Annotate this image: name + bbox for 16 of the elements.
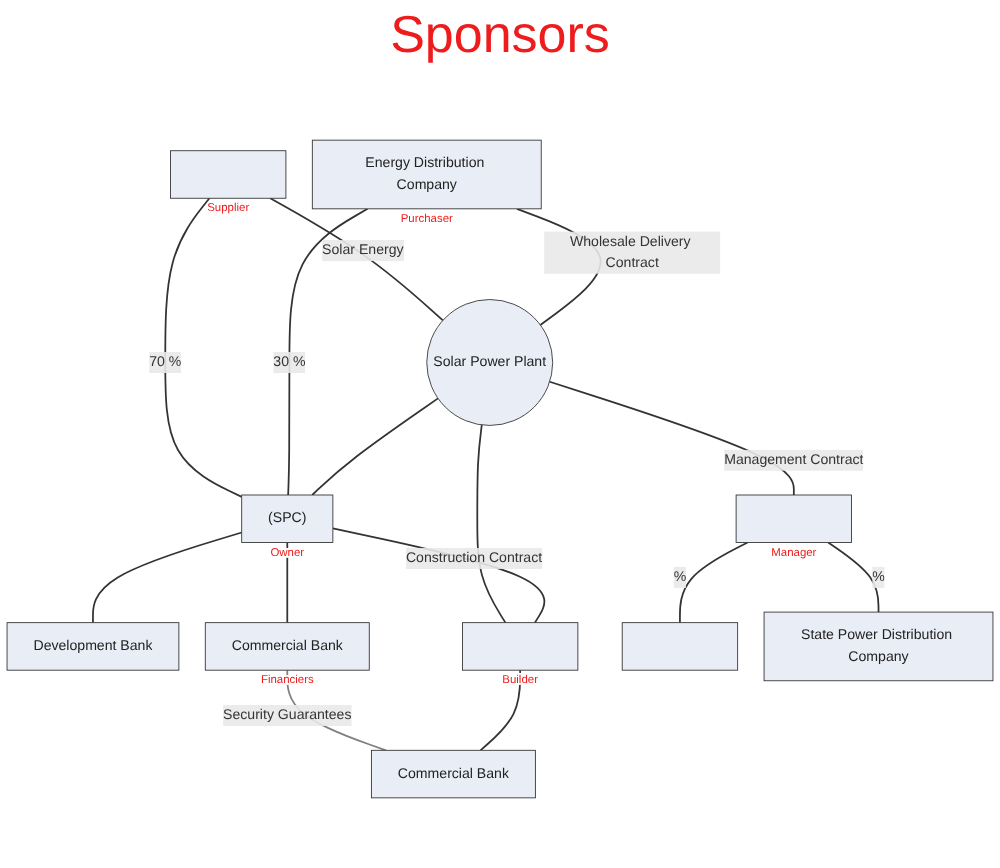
- connector: [476, 424, 507, 624]
- connector: [827, 541, 880, 613]
- diagram-title: Sponsors: [390, 4, 610, 66]
- connector: [164, 197, 243, 498]
- connector: [679, 541, 749, 624]
- node-box: [462, 622, 579, 671]
- node-box: [170, 150, 287, 199]
- node-box: [735, 494, 852, 543]
- connector: [332, 527, 546, 624]
- connector: [311, 397, 439, 496]
- node-box: [621, 622, 739, 671]
- connector: [479, 669, 522, 752]
- connector: [287, 207, 369, 496]
- connector: [92, 531, 243, 624]
- connector: [286, 541, 289, 624]
- connector: [269, 197, 444, 322]
